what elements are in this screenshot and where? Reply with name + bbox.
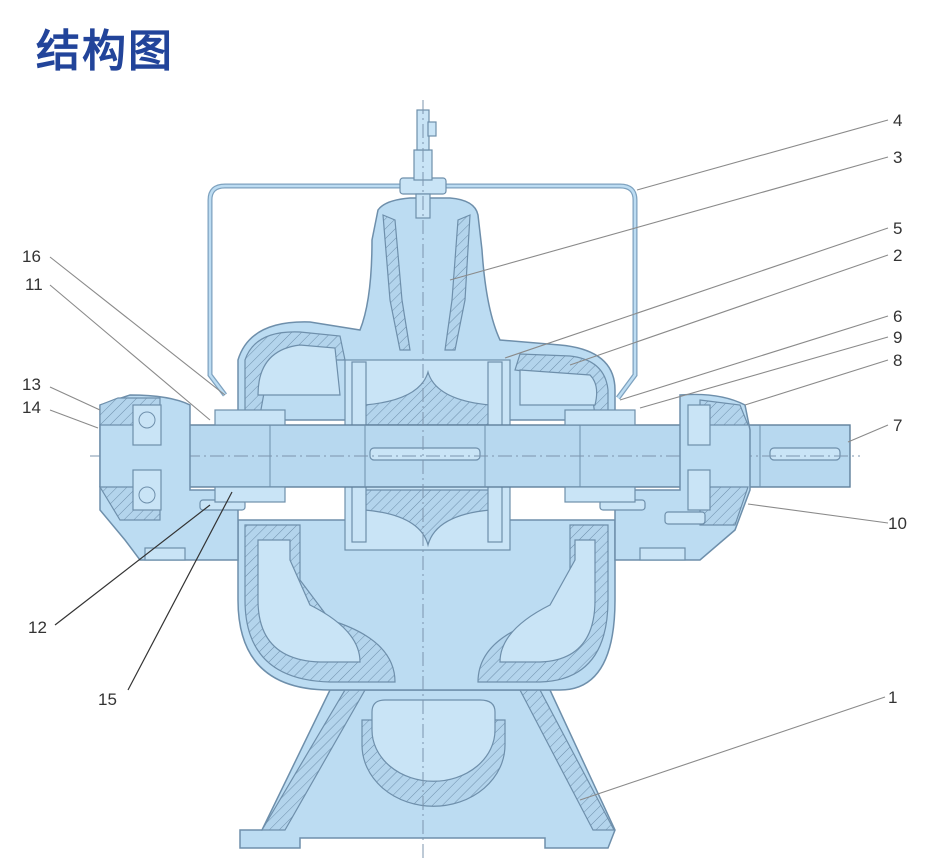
leader-5 xyxy=(504,227,889,359)
leader-6 xyxy=(619,315,889,401)
part-label-13: 13 xyxy=(22,375,41,394)
part-label-14: 14 xyxy=(22,398,41,417)
part-label-4: 4 xyxy=(893,111,902,130)
leader-14 xyxy=(49,409,99,429)
part-label-16: 16 xyxy=(22,247,41,266)
leader-13 xyxy=(49,386,101,411)
part-label-10: 10 xyxy=(888,514,907,533)
leader-3 xyxy=(449,156,889,281)
leader-12 xyxy=(54,504,211,626)
leader-11 xyxy=(49,284,211,421)
leader-9 xyxy=(639,336,889,409)
part-label-5: 5 xyxy=(893,219,902,238)
leader-8 xyxy=(744,359,889,406)
part-label-15: 15 xyxy=(98,690,117,709)
leader-16 xyxy=(49,256,226,396)
part-label-7: 7 xyxy=(893,416,902,435)
leader-lines xyxy=(49,119,889,801)
part-label-1: 1 xyxy=(888,688,897,707)
part-label-2: 2 xyxy=(893,246,902,265)
leader-1 xyxy=(579,696,886,801)
leader-2 xyxy=(569,254,889,366)
leader-4 xyxy=(636,119,889,191)
pump-casing xyxy=(237,197,616,691)
part-label-12: 12 xyxy=(28,618,47,637)
part-labels: 4 3 5 2 6 9 8 7 10 1 16 11 13 14 12 15 xyxy=(22,111,907,709)
packing-glands xyxy=(214,409,636,503)
leader-10 xyxy=(747,503,889,524)
part-label-3: 3 xyxy=(893,148,902,167)
leader-15 xyxy=(127,491,233,691)
part-label-8: 8 xyxy=(893,351,902,370)
pump-base xyxy=(239,689,616,849)
part-label-6: 6 xyxy=(893,307,902,326)
right-bearing-housing xyxy=(599,393,751,561)
leader-7 xyxy=(847,424,889,443)
part-label-11: 11 xyxy=(25,275,43,294)
page-title: 结构图 xyxy=(36,26,174,77)
part-label-9: 9 xyxy=(893,328,902,347)
